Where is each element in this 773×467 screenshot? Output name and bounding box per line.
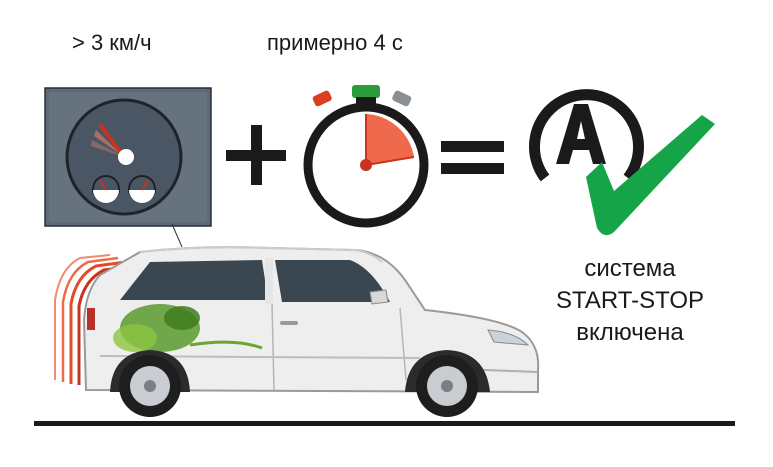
- car-illustration: [54, 246, 540, 417]
- auto-start-stop-icon: [529, 89, 644, 182]
- stopwatch-icon: [303, 85, 429, 228]
- checkmark-icon: [586, 115, 715, 236]
- speed-condition-label: > 3 км/ч: [72, 30, 152, 55]
- equals-icon: [441, 141, 504, 174]
- system-status-label: система START-STOP включена: [530, 253, 730, 349]
- plus-icon: [226, 125, 286, 185]
- system-status-line-3: включена: [576, 319, 684, 346]
- speedometer-icon: [44, 87, 212, 248]
- system-status-line-2: START-STOP: [555, 287, 705, 314]
- system-status-line-1: система: [584, 255, 676, 282]
- ground-line: [34, 421, 735, 426]
- time-condition-label: примерно 4 с: [267, 30, 403, 55]
